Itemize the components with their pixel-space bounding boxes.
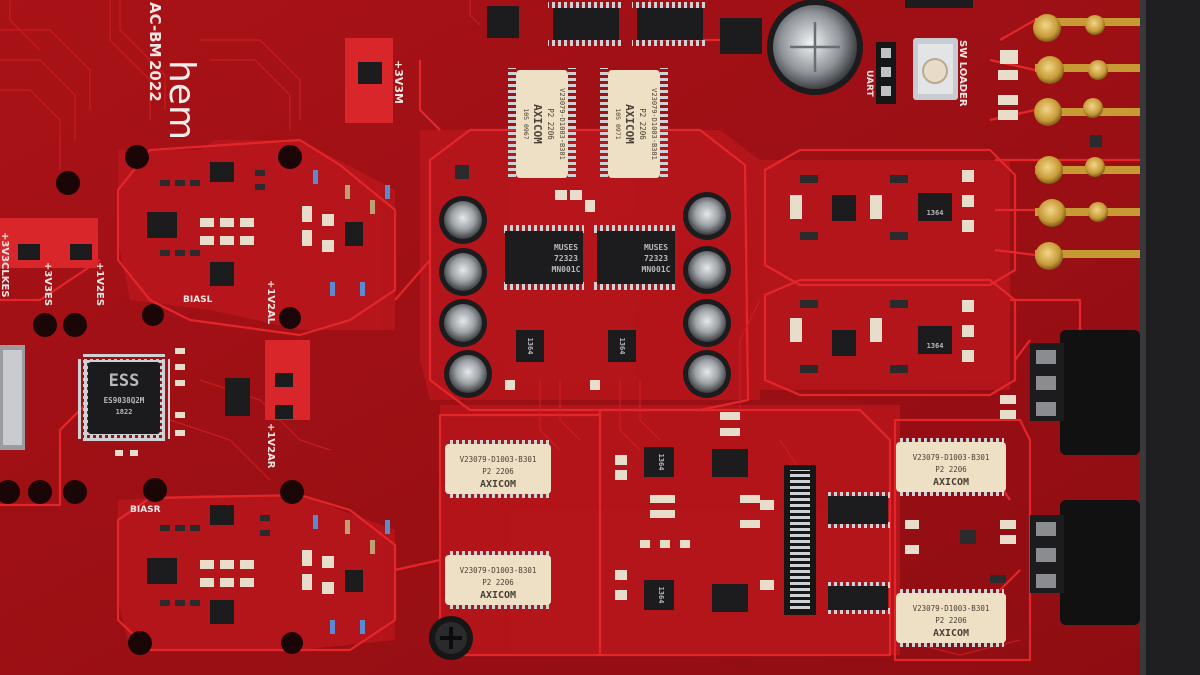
relay-brand: AXICOM [480, 590, 516, 601]
relay-code: P2 2206 [482, 578, 514, 587]
lt-code: 1364 [657, 587, 665, 604]
relay-suffix: 105 0971 [614, 108, 622, 139]
screw [429, 616, 473, 660]
lt-code: 1364 [927, 342, 944, 350]
opamp-left: MUSES 72323 MN001C [502, 225, 584, 290]
uart-header [876, 42, 896, 104]
lt-chips-lower: 1364 1364 [644, 447, 748, 612]
silk-biasr: BIASR [130, 505, 161, 515]
relay-code: P2 2206 [546, 108, 555, 140]
opamp-part: 72323 [554, 254, 578, 263]
relay-top-right: AXICOM P2 2206 V23079-D1003-B301 105 097… [600, 68, 668, 178]
xlr-connectors [1030, 330, 1140, 625]
lt-code: 1364 [618, 338, 626, 355]
smd-components-right [505, 50, 1018, 600]
lt-code: 1364 [526, 338, 534, 355]
opamp-part: 72323 [644, 254, 668, 263]
gold-output-pins [1033, 14, 1140, 270]
relay-mid-left: V23079-D1003-B301 P2 2206 AXICOM [445, 440, 551, 498]
relay-brand: AXICOM [623, 104, 636, 144]
lt-chips-right: 1364 1364 [832, 193, 952, 356]
electrolytic-capacitor-large [767, 0, 863, 95]
relay-mid-right: V23079-D1003-B301 P2 2206 AXICOM [896, 438, 1006, 496]
relay-top-left: AXICOM P2 2206 V23079-D1003-B301 105 096… [508, 68, 576, 178]
silk-rail-3v3m: +3V3M [392, 60, 405, 104]
opamp-right: MUSES 72323 MN001C [594, 225, 676, 290]
chassis-wall [1140, 0, 1200, 675]
vent-holes [0, 145, 304, 655]
brand-logo-text: hem [161, 60, 202, 140]
top-ics [487, 0, 973, 54]
silk-rail-1v2es: +1V2ES [94, 262, 105, 306]
lt-chips-center: 1364 1364 [516, 330, 636, 362]
capacitors-left-column [439, 196, 492, 398]
relay-part: V23079-D1003-B301 [913, 453, 990, 462]
relay-code: P2 2206 [935, 465, 967, 474]
smd-dark-components [455, 135, 1102, 583]
relay-code: P2 2206 [482, 467, 514, 476]
relay-part: V23079-D1003-B301 [913, 604, 990, 613]
small-ics [18, 62, 382, 624]
silk-sw-loader: SW LOADER [957, 40, 968, 107]
smd-components-left [115, 170, 390, 634]
ffc-connector [784, 465, 816, 615]
loader-switch [913, 38, 958, 100]
relay-code: P2 2206 [935, 616, 967, 625]
fine-traces [0, 0, 1021, 656]
capacitors-right-column [683, 192, 731, 398]
silk-year: 2022 [146, 60, 164, 102]
lt-code: 1364 [927, 209, 944, 217]
relay-part: V23079-D1003-B301 [460, 566, 537, 575]
silk-rail-3v3es: +3V3ES [42, 262, 53, 306]
dac-part: ES9038Q2M [104, 396, 145, 405]
relay-brand: AXICOM [480, 479, 516, 490]
relay-part: V23079-D1003-B301 [650, 88, 658, 160]
soic-chips-lower [826, 492, 890, 614]
relay-brand: AXICOM [933, 477, 969, 488]
relay-part: V23079-D1003-B301 [460, 455, 537, 464]
opamp-code: MN001C [642, 265, 671, 274]
silk-rail-1v2al: +1V2AL [265, 280, 276, 325]
silk-uart: UART [864, 70, 874, 98]
dac-brand: ESS [109, 371, 140, 391]
relay-brand: AXICOM [933, 628, 969, 639]
lt-code: 1364 [657, 454, 665, 471]
relay-low-right: V23079-D1003-B301 P2 2206 AXICOM [896, 589, 1006, 647]
opamp-brand: MUSES [554, 243, 578, 252]
relay-part: V23079-D1003-B301 [558, 88, 566, 160]
silk-model: AC-BM [146, 2, 164, 58]
silk-rail-3v3clkes: +3V3CLKES [0, 232, 10, 298]
relay-brand: AXICOM [531, 104, 544, 144]
dac-chip: ESS ES9038Q2M 1822 [78, 354, 170, 444]
dac-date: 1822 [116, 408, 133, 416]
relay-suffix: 105 0967 [522, 108, 530, 139]
relay-low-left: V23079-D1003-B301 P2 2206 AXICOM [445, 551, 551, 609]
silk-biasl: BIASL [183, 295, 213, 305]
opamp-code: MN001C [552, 265, 581, 274]
relay-code: P2 2206 [638, 108, 647, 140]
silk-rail-1v2ar: +1V2AR [265, 423, 276, 469]
opamp-brand: MUSES [644, 243, 668, 252]
